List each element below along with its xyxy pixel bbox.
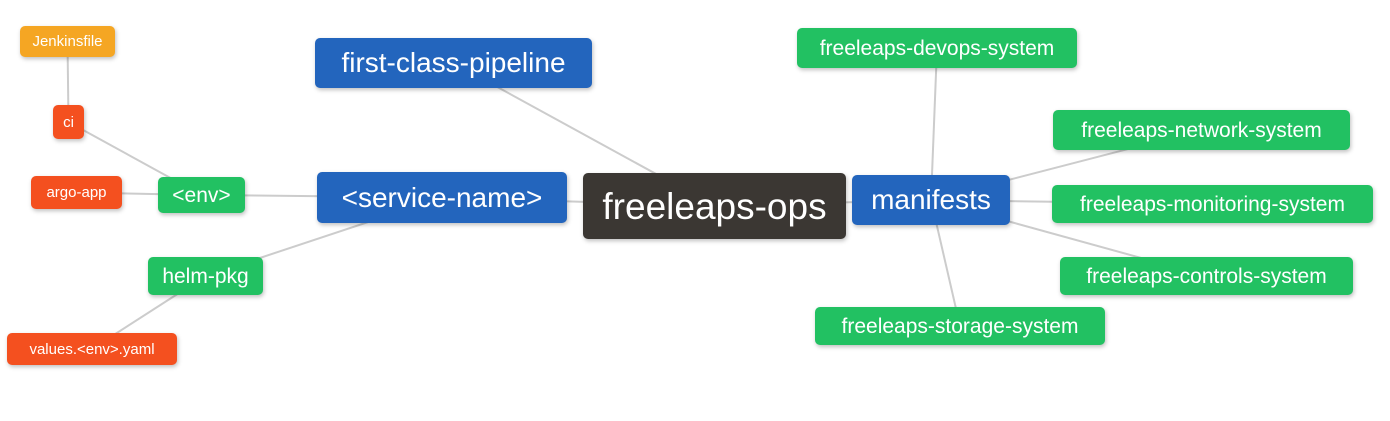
node-monitoring-system[interactable]: freeleaps-monitoring-system xyxy=(1052,185,1373,223)
node-freeleaps-ops[interactable]: freeleaps-ops xyxy=(583,173,846,239)
node-devops-system[interactable]: freeleaps-devops-system xyxy=(797,28,1077,68)
node-first-class-pipeline[interactable]: first-class-pipeline xyxy=(315,38,592,88)
node-service-name[interactable]: <service-name> xyxy=(317,172,567,223)
node-jenkinsfile[interactable]: Jenkinsfile xyxy=(20,26,115,57)
edge-manifests-to-devops-system xyxy=(930,47,938,201)
node-manifests[interactable]: manifests xyxy=(852,175,1010,225)
node-storage-system[interactable]: freeleaps-storage-system xyxy=(815,307,1105,345)
node-controls-system[interactable]: freeleaps-controls-system xyxy=(1060,257,1353,295)
node-ci[interactable]: ci xyxy=(53,105,84,139)
node-values-env-yaml[interactable]: values.<env>.yaml xyxy=(7,333,177,365)
node-env[interactable]: <env> xyxy=(158,177,245,213)
node-network-system[interactable]: freeleaps-network-system xyxy=(1053,110,1350,150)
node-argo-app[interactable]: argo-app xyxy=(31,176,122,209)
node-helm-pkg[interactable]: helm-pkg xyxy=(148,257,263,295)
